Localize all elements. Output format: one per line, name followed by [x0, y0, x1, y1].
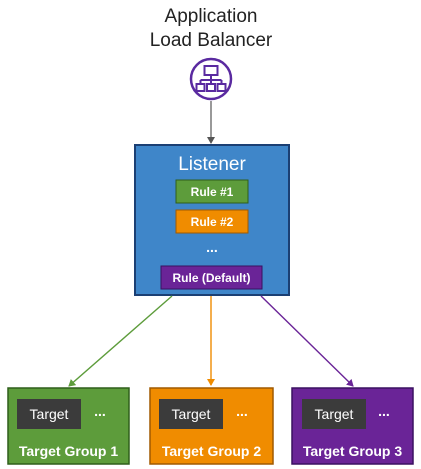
rules-ellipsis: ...: [206, 239, 218, 255]
target-label: Target: [30, 406, 69, 422]
target-group-1-name: Target Group 1: [19, 443, 119, 459]
target-label: Target: [172, 406, 211, 422]
target-box: [159, 399, 223, 429]
rule-1-label: Rule #1: [191, 185, 234, 199]
listener-title: Listener: [178, 154, 246, 175]
default-rule-label: Rule (Default): [173, 271, 251, 285]
target-box: [17, 399, 81, 429]
target-label: Target: [315, 406, 354, 422]
rule-2-label: Rule #2: [191, 215, 234, 229]
target-group-3: Target ... Target Group 3: [291, 387, 414, 465]
alb-title-line1: Application: [165, 6, 258, 27]
more-targets-ellipsis: ...: [94, 403, 106, 419]
more-targets-ellipsis: ...: [378, 403, 390, 419]
alb-title-line2: Load Balancer: [150, 30, 273, 51]
rule-1-box: [175, 179, 249, 204]
target-box: [302, 399, 366, 429]
load-balancer-icon: [189, 57, 233, 101]
target-group-2-name: Target Group 2: [162, 443, 262, 459]
target-group-3-name: Target Group 3: [303, 443, 403, 459]
arrow-to-target-group-1: [68, 295, 173, 387]
default-rule-box: [160, 265, 263, 290]
rule-2-box: [175, 209, 249, 234]
more-targets-ellipsis: ...: [236, 403, 248, 419]
target-group-2: Target ... Target Group 2: [149, 387, 274, 465]
arrow-to-target-group-3: [260, 295, 354, 387]
target-group-1: Target ... Target Group 1: [7, 387, 130, 465]
